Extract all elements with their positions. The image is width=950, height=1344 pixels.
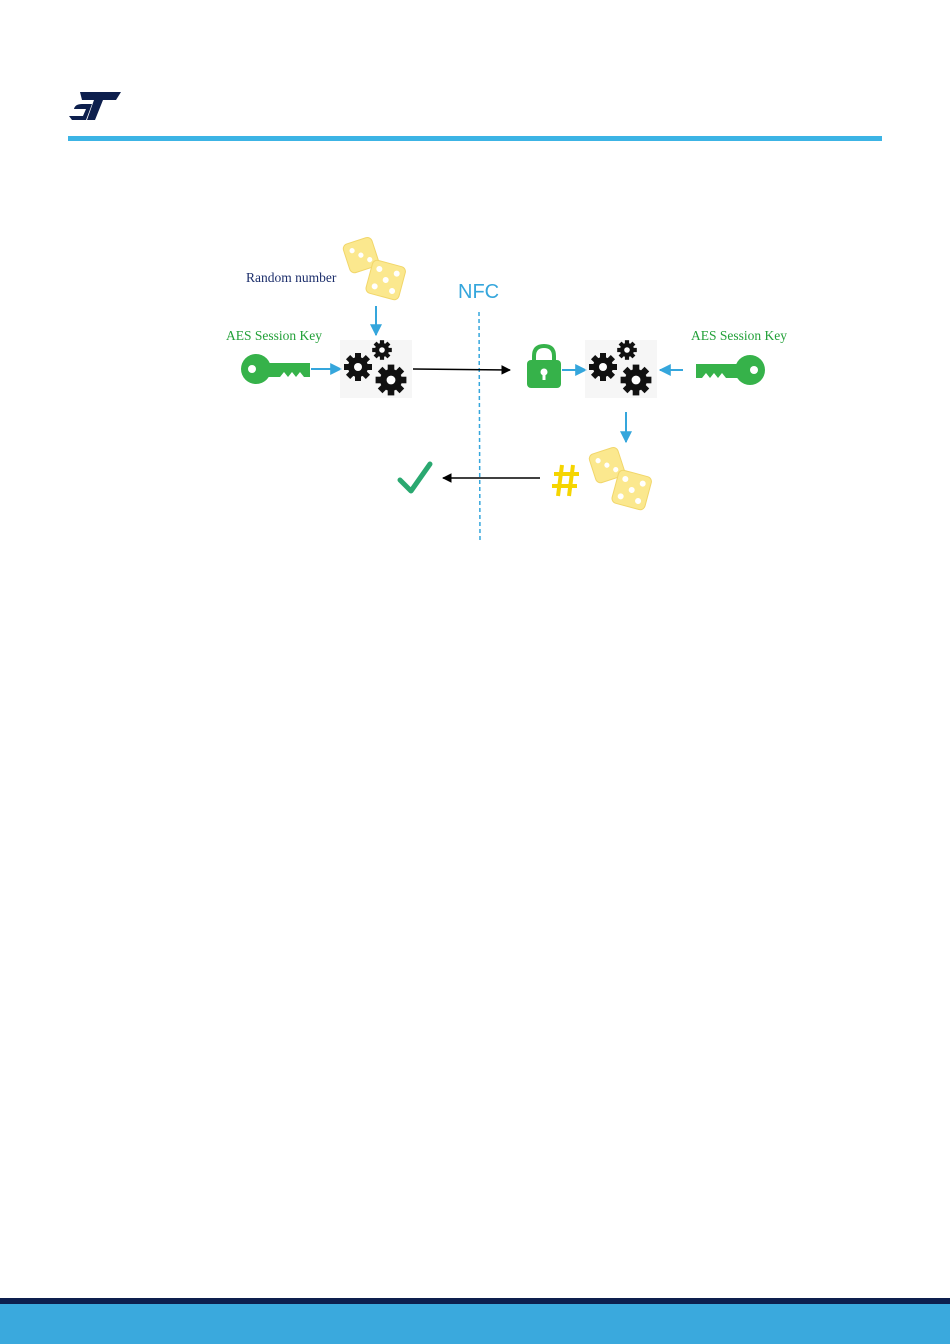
nfc-boundary [479,312,480,542]
footer-band [0,1304,950,1344]
random-number-label: Random number [246,270,336,286]
hash-icon [552,465,579,496]
aes-session-key-label-left: AES Session Key [226,328,322,344]
key-icon [696,355,765,385]
key-icon [241,354,310,384]
dice-icon [342,236,407,301]
nfc-label: NFC [458,281,499,304]
gears-icon [340,340,412,398]
gears-icon [585,340,657,398]
padlock-icon [527,346,561,388]
aes-session-key-label-right: AES Session Key [691,328,787,344]
checkmark-icon [400,464,430,491]
dice-icon [588,446,653,511]
